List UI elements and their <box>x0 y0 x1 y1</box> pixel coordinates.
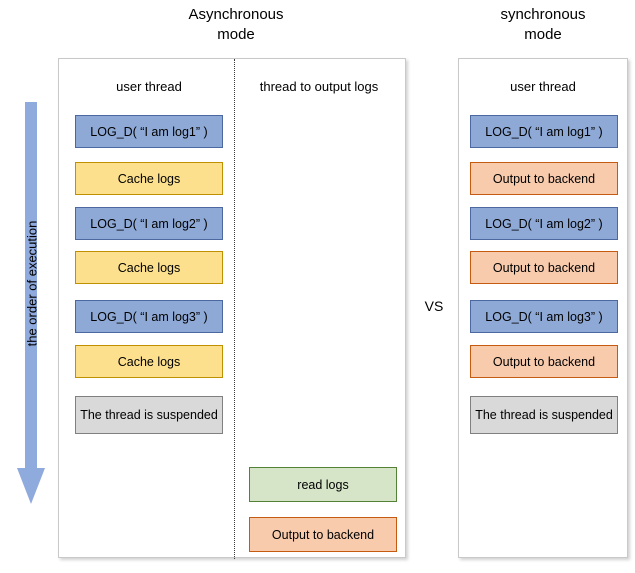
async-box-cache-logs-3: Cache logs <box>75 345 223 378</box>
sync-box-log1: LOG_D( “I am log1” ) <box>470 115 618 148</box>
sync-box-output-to-backend-3: Output to backend <box>470 345 618 378</box>
async-box-log1: LOG_D( “I am log1” ) <box>75 115 223 148</box>
sync-box-output-to-backend-2: Output to backend <box>470 251 618 284</box>
sync-user-thread-column-header: user thread <box>510 79 576 94</box>
arrow-shaft <box>25 102 37 470</box>
async-mode-title: Asynchronous mode <box>146 5 326 45</box>
order-of-execution-arrow: the order of execution <box>14 102 48 506</box>
async-mode-title-line2: mode <box>217 26 255 43</box>
async-box-cache-logs-2: Cache logs <box>75 251 223 284</box>
sync-box-output-to-backend-1: Output to backend <box>470 162 618 195</box>
async-box-log2: LOG_D( “I am log2” ) <box>75 207 223 240</box>
async-box-output-to-backend: Output to backend <box>249 517 397 552</box>
thread-divider <box>234 59 235 559</box>
async-box-log3: LOG_D( “I am log3” ) <box>75 300 223 333</box>
vs-label: VS <box>424 298 444 314</box>
async-output-logs-column-header: thread to output logs <box>259 79 379 94</box>
async-mode-title-line1: Asynchronous <box>188 6 284 23</box>
async-box-read-logs: read logs <box>249 467 397 502</box>
sync-box-thread-suspended: The thread is suspended <box>470 396 618 434</box>
async-mode-panel: user thread thread to output logs LOG_D(… <box>58 58 406 559</box>
async-user-thread-column-header: user thread <box>116 79 182 94</box>
async-box-cache-logs-1: Cache logs <box>75 162 223 195</box>
sync-box-log3: LOG_D( “I am log3” ) <box>470 300 618 333</box>
sync-mode-panel: user thread LOG_D( “I am log1” ) Output … <box>458 58 628 558</box>
async-box-thread-suspended: The thread is suspended <box>75 396 223 434</box>
sync-box-log2: LOG_D( “I am log2” ) <box>470 207 618 240</box>
sync-mode-title-line2: mode <box>524 26 562 43</box>
sync-mode-title-line1: synchronous <box>500 6 586 23</box>
sync-mode-title: synchronous mode <box>453 5 633 45</box>
order-of-execution-label: the order of execution <box>24 220 40 347</box>
arrow-head-icon <box>17 468 45 504</box>
